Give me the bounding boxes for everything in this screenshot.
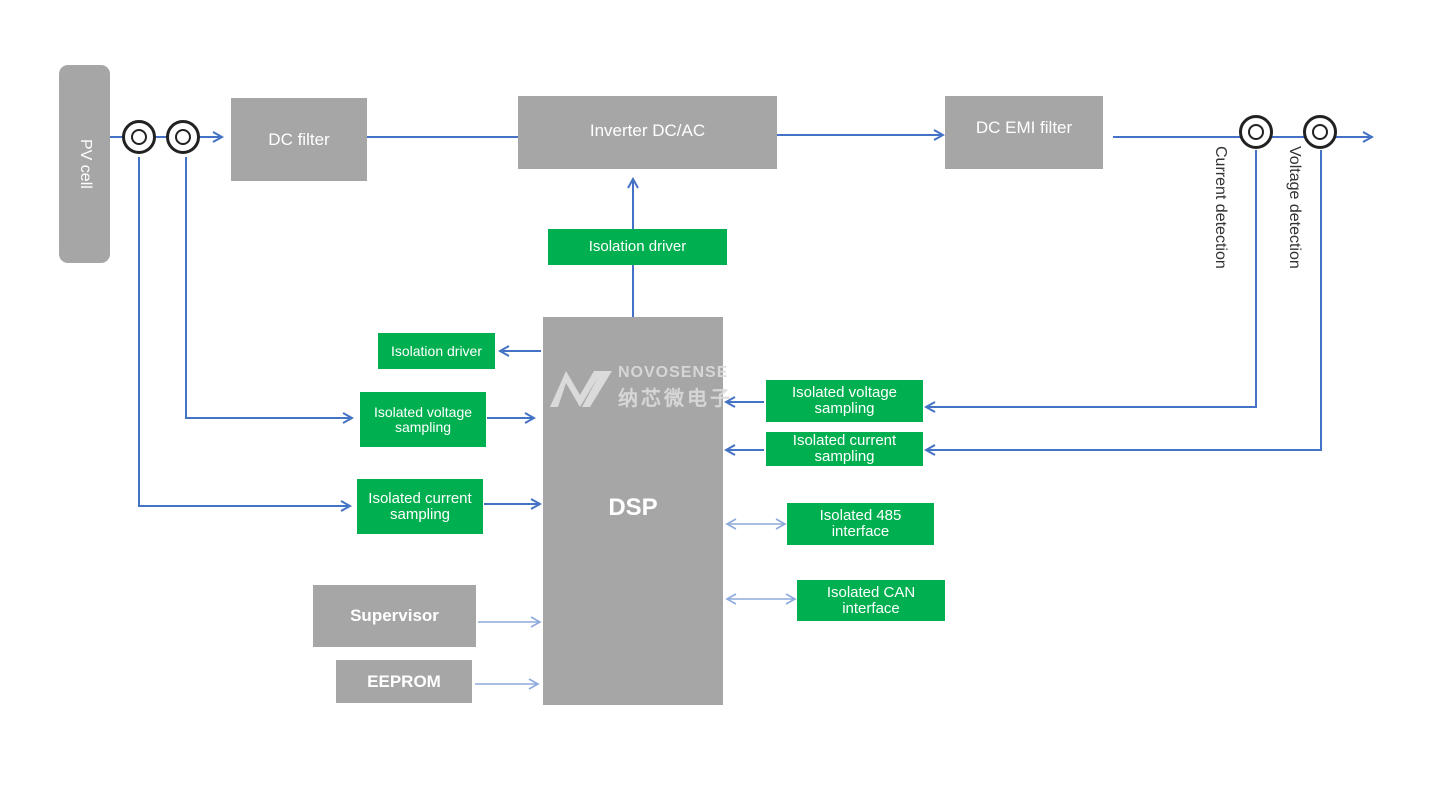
dc-filter-label: DC filter (268, 129, 330, 149)
sensor-ring-icon (166, 120, 200, 154)
sensor-ring-icon (1239, 115, 1273, 149)
isolation-driver-top-label: Isolation driver (588, 238, 687, 256)
supervisor-block: Supervisor (313, 585, 476, 647)
wire-pv-voltage-tap (185, 157, 352, 418)
dsp-label: DSP (608, 494, 658, 521)
dc-filter-block: DC filter (231, 98, 367, 181)
right-current-sampling-label: Isolated current sampling (792, 432, 897, 465)
dc-emi-filter-label: DC EMI filter (975, 117, 1073, 137)
current-detection-label: Current detection (1212, 146, 1229, 269)
left-voltage-sampling-label: Isolated voltage sampling (373, 403, 473, 435)
eeprom-block: EEPROM (336, 660, 472, 703)
sensor-ring-icon (1303, 115, 1337, 149)
isolation-driver-top: Isolation driver (548, 229, 727, 265)
eeprom-label: EEPROM (367, 671, 441, 691)
wire-current-detect-tap (926, 150, 1257, 407)
logo-chinese-text: 纳芯微电子 (618, 388, 733, 410)
novosense-logo-icon (550, 370, 612, 407)
wire-voltage-detect-tap (926, 150, 1322, 450)
novosense-logo: NOVOSENSE 纳芯微电子 (546, 364, 733, 411)
can-interface-label: Isolated CAN interface (826, 583, 916, 617)
inverter-label: Inverter DC/AC (589, 120, 706, 140)
left-voltage-sampling-block: Isolated voltage sampling (360, 392, 486, 447)
pv-cell-label: PV cell (76, 139, 94, 189)
left-current-sampling-label: Isolated current sampling (368, 489, 472, 523)
pv-cell-block: PV cell (59, 65, 110, 263)
right-voltage-sampling-label: Isolated voltage sampling (791, 384, 898, 417)
dc-emi-filter-block: DC EMI filter (945, 96, 1103, 169)
supervisor-label: Supervisor (350, 606, 439, 626)
left-current-sampling-block: Isolated current sampling (357, 479, 483, 534)
inverter-block: Inverter DC/AC (518, 96, 777, 169)
rs485-interface-block: Isolated 485 interface (787, 503, 934, 545)
sensor-ring-icon (122, 120, 156, 154)
can-interface-block: Isolated CAN interface (797, 580, 945, 621)
isolation-driver-left-label: Isolation driver (390, 342, 483, 359)
dsp-block: DSP (543, 317, 723, 705)
voltage-detection-label: Voltage detection (1286, 146, 1303, 269)
right-current-sampling-block: Isolated current sampling (766, 432, 923, 466)
logo-english-text: NOVOSENSE (618, 364, 729, 381)
rs485-interface-label: Isolated 485 interface (819, 507, 902, 540)
wire-pv-current-tap (138, 157, 350, 506)
right-voltage-sampling-block: Isolated voltage sampling (766, 380, 923, 422)
isolation-driver-left: Isolation driver (378, 333, 495, 369)
